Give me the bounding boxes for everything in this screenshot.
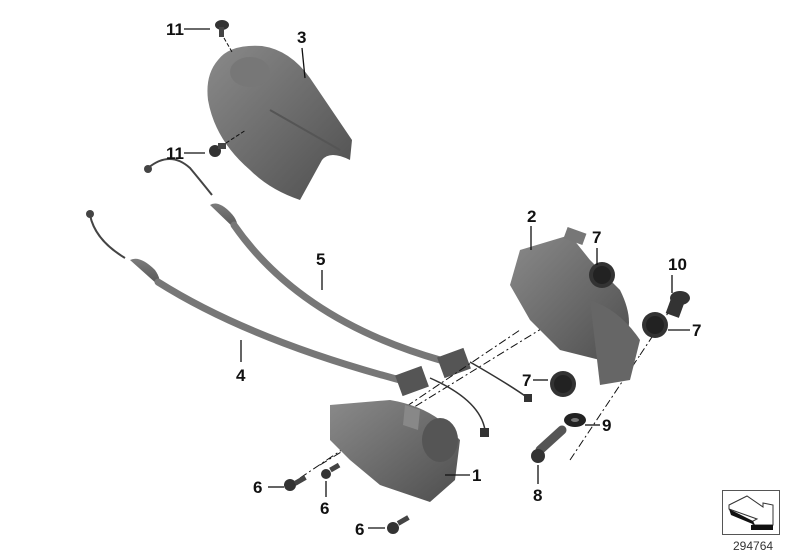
callout-part-1[interactable]: 1 (472, 466, 482, 485)
part-11-screw-bottom[interactable] (209, 129, 247, 157)
part-5-cable[interactable] (144, 158, 471, 379)
part-9-washer[interactable] (564, 413, 586, 427)
leader-lines (184, 28, 690, 529)
part-4-cable[interactable] (86, 210, 429, 397)
callout-part-7[interactable]: 7 (692, 321, 702, 340)
callout-part-6[interactable]: 6 (320, 499, 330, 518)
part-7-grommet-left[interactable] (550, 371, 576, 397)
part-11-screw-top[interactable] (215, 20, 233, 53)
part-3-cover[interactable] (207, 45, 352, 201)
part-8-bolt[interactable] (531, 425, 567, 463)
part-6-screw-middle[interactable] (321, 462, 341, 479)
diagram-reference-number: 294764 (733, 539, 774, 553)
callout-part-7[interactable]: 7 (592, 228, 602, 247)
part-6-screw-left[interactable] (284, 475, 307, 491)
callout-part-10[interactable]: 10 (668, 255, 687, 274)
part-7-grommet-top[interactable] (589, 262, 615, 288)
callout-part-3[interactable]: 3 (297, 28, 307, 47)
callout-part-11[interactable]: 11 (166, 144, 184, 163)
callout-part-4[interactable]: 4 (236, 366, 246, 385)
callout-part-8[interactable]: 8 (533, 486, 543, 505)
connector-plug (524, 394, 532, 402)
callout-part-11[interactable]: 11 (166, 20, 184, 39)
part-7-grommet-right[interactable] (642, 312, 668, 338)
callout-part-2[interactable]: 2 (527, 207, 537, 226)
part-1-housing[interactable] (330, 400, 460, 502)
part-6-screw-bottom[interactable] (387, 515, 410, 534)
callout-part-6[interactable]: 6 (355, 520, 365, 539)
connector-plug (480, 428, 489, 437)
callout-part-6[interactable]: 6 (253, 478, 263, 497)
next-diagram-button[interactable] (722, 490, 780, 535)
callout-part-5[interactable]: 5 (316, 250, 326, 269)
callout-part-9[interactable]: 9 (602, 416, 612, 435)
part-10-sleeve[interactable] (665, 291, 690, 318)
part-2-bracket[interactable] (510, 226, 640, 385)
callout-part-7[interactable]: 7 (522, 371, 532, 390)
arrow-down-right-icon (728, 495, 774, 530)
